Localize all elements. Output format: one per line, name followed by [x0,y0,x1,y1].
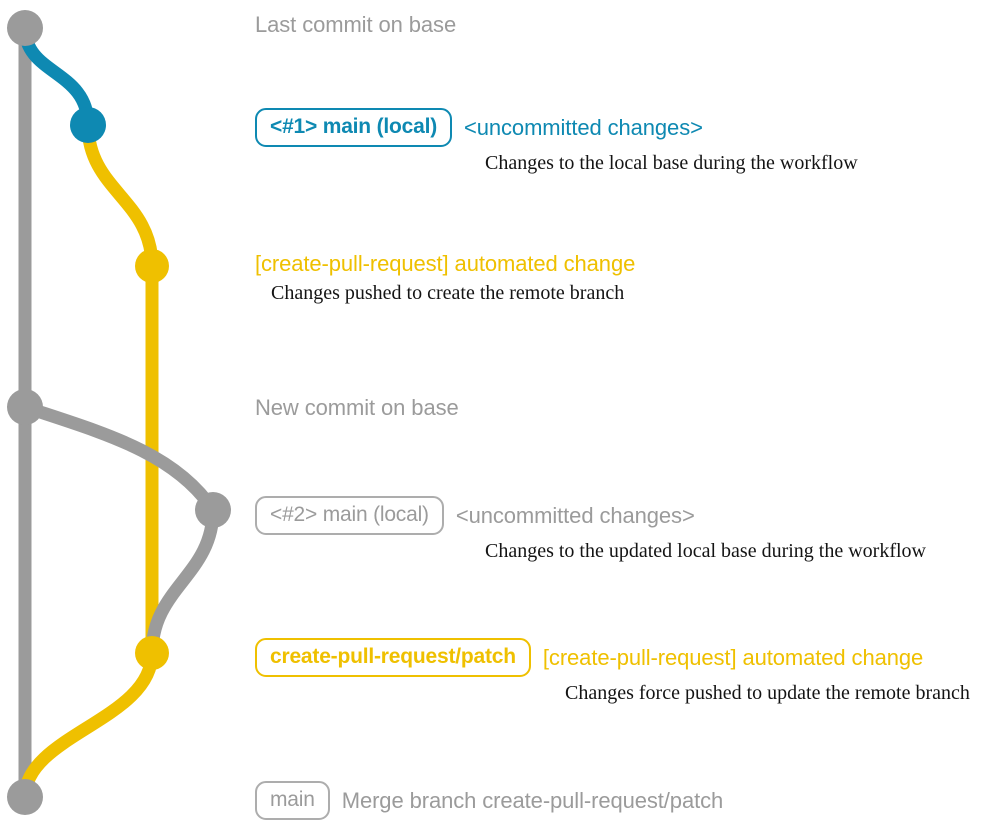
commit-subject: <uncommitted changes> [455,502,695,528]
commit-description: Changes to the updated local base during… [485,540,926,562]
commit-subject: [create-pull-request] automated change [542,644,924,670]
commit-node-merge [7,779,43,815]
row-line: New commit on base [0,395,981,421]
commit-description: Changes force pushed to update the remot… [565,682,970,704]
commit-node-local-1 [70,107,106,143]
commit-node-local-2 [195,492,231,528]
commit-node-base-1 [7,10,43,46]
commit-subject: Merge branch create-pull-request/patch [341,787,724,813]
commit-node-patch-1 [135,249,169,283]
commit-row-automated-change-1: [create-pull-request] automated change C… [0,251,981,305]
edge-local1-to-patch1 [81,118,159,273]
commit-subject: [create-pull-request] automated change [255,251,636,276]
edge-base2-to-local2 [18,400,220,517]
commit-row-automated-change-2: create-pull-request/patch [create-pull-r… [0,638,981,705]
edge-local2-to-patch2 [145,503,220,660]
row-line: [create-pull-request] automated change [0,251,981,277]
commit-subject: <uncommitted changes> [464,114,703,140]
commit-row-new-commit-on-base: New commit on base [0,395,981,421]
commit-row-last-commit-on-base: Last commit on base [0,12,981,38]
commit-row-local-uncommitted-1: <#1> main (local) <uncommitted changes> … [0,108,981,175]
branch-badge-create-pull-request-patch[interactable]: create-pull-request/patch [255,638,531,677]
commit-row-merge-commit: main Merge branch create-pull-request/pa… [0,781,981,820]
edge-patch2-to-merge [18,646,159,804]
row-line: main Merge branch create-pull-request/pa… [0,781,981,820]
row-line: <#2> main (local) <uncommitted changes> [0,496,981,535]
commit-row-local-uncommitted-2: <#2> main (local) <uncommitted changes> … [0,496,981,563]
commit-description: Changes pushed to create the remote bran… [271,282,625,304]
branch-badge-main[interactable]: main [255,781,330,820]
commit-graph [7,10,231,815]
row-line: create-pull-request/patch [create-pull-r… [0,638,981,677]
commit-node-patch-2 [135,636,169,670]
commit-node-base-2 [7,389,43,425]
commit-title: New commit on base [255,395,459,420]
row-line: <#1> main (local) <uncommitted changes> [0,108,981,147]
branch-badge-main-local-1[interactable]: <#1> main (local) [255,108,453,147]
commit-title: Last commit on base [255,12,457,37]
commit-description: Changes to the local base during the wor… [485,152,858,174]
row-line: Last commit on base [0,12,981,38]
branch-badge-main-local-2[interactable]: <#2> main (local) [255,496,444,535]
